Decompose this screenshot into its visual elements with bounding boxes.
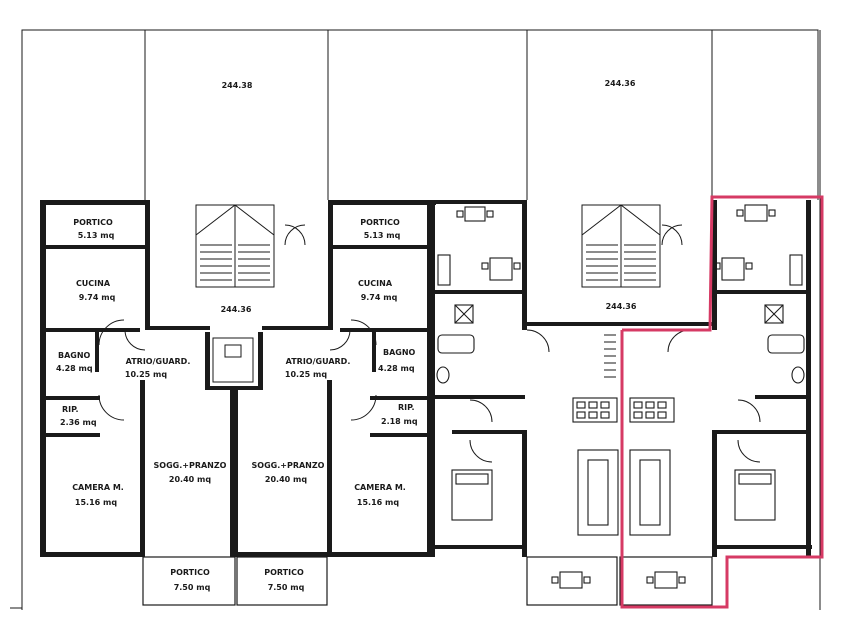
labels: 244.38 244.36 244.36 244.36 PORTICO 5.13… (56, 79, 637, 592)
atrio-right-name: ATRIO/GUARD. (286, 357, 351, 366)
bagno-right-name: BAGNO (383, 348, 416, 357)
bottom-porticos (142, 556, 713, 606)
sogg-right-area: 20.40 mq (265, 475, 307, 484)
cucina-right-area: 9.74 mq (361, 293, 398, 302)
highlight-outline (620, 195, 824, 609)
rip-left-area: 2.36 mq (60, 418, 97, 427)
exterior-walls (40, 200, 436, 557)
right-unit-walls (327, 200, 435, 557)
left-unit-walls (40, 200, 328, 557)
camera-right-name: CAMERA M. (354, 483, 406, 492)
cucina-right-name: CUCINA (358, 279, 393, 288)
garden-right-area: 244.36 (605, 79, 636, 88)
bagno-left-area: 4.28 mq (56, 364, 93, 373)
portico-bottom-right-name: PORTICO (264, 568, 304, 577)
portico-bottom-right-area: 7.50 mq (268, 583, 305, 592)
garden-left-area: 244.38 (222, 81, 253, 90)
portico-top-right-area: 5.13 mq (364, 231, 401, 240)
bagno-right-area: 4.28 mq (378, 364, 415, 373)
atrio-left-name: ATRIO/GUARD. (126, 357, 191, 366)
camera-left-name: CAMERA M. (72, 483, 124, 492)
cucina-left-area: 9.74 mq (79, 293, 116, 302)
stair-right-area: 244.36 (606, 302, 637, 311)
camera-right-area: 15.16 mq (357, 498, 399, 507)
sogg-left-name: SOGG.+PRANZO (154, 461, 227, 470)
staircase-right (581, 204, 661, 378)
portico-top-right-name: PORTICO (360, 218, 400, 227)
stair-left-area: 244.36 (221, 305, 252, 314)
sogg-right-name: SOGG.+PRANZO (252, 461, 325, 470)
rip-left-name: RIP. (62, 405, 79, 414)
cucina-left-name: CUCINA (76, 279, 111, 288)
door-swings (98, 224, 761, 463)
rip-right-name: RIP. (398, 403, 415, 412)
lift-shaft (212, 337, 254, 383)
portico-top-left-name: PORTICO (73, 218, 113, 227)
sogg-left-area: 20.40 mq (169, 475, 211, 484)
garden-lines (10, 29, 821, 610)
atrio-left-area: 10.25 mq (125, 370, 167, 379)
rip-right-area: 2.18 mq (381, 417, 418, 426)
staircase-left (195, 204, 275, 288)
portico-top-left-area: 5.13 mq (78, 231, 115, 240)
camera-left-area: 15.16 mq (75, 498, 117, 507)
furniture (436, 204, 805, 589)
portico-bottom-left-name: PORTICO (170, 568, 210, 577)
atrio-right-area: 10.25 mq (285, 370, 327, 379)
bagno-left-name: BAGNO (58, 351, 91, 360)
portico-bottom-left-area: 7.50 mq (174, 583, 211, 592)
